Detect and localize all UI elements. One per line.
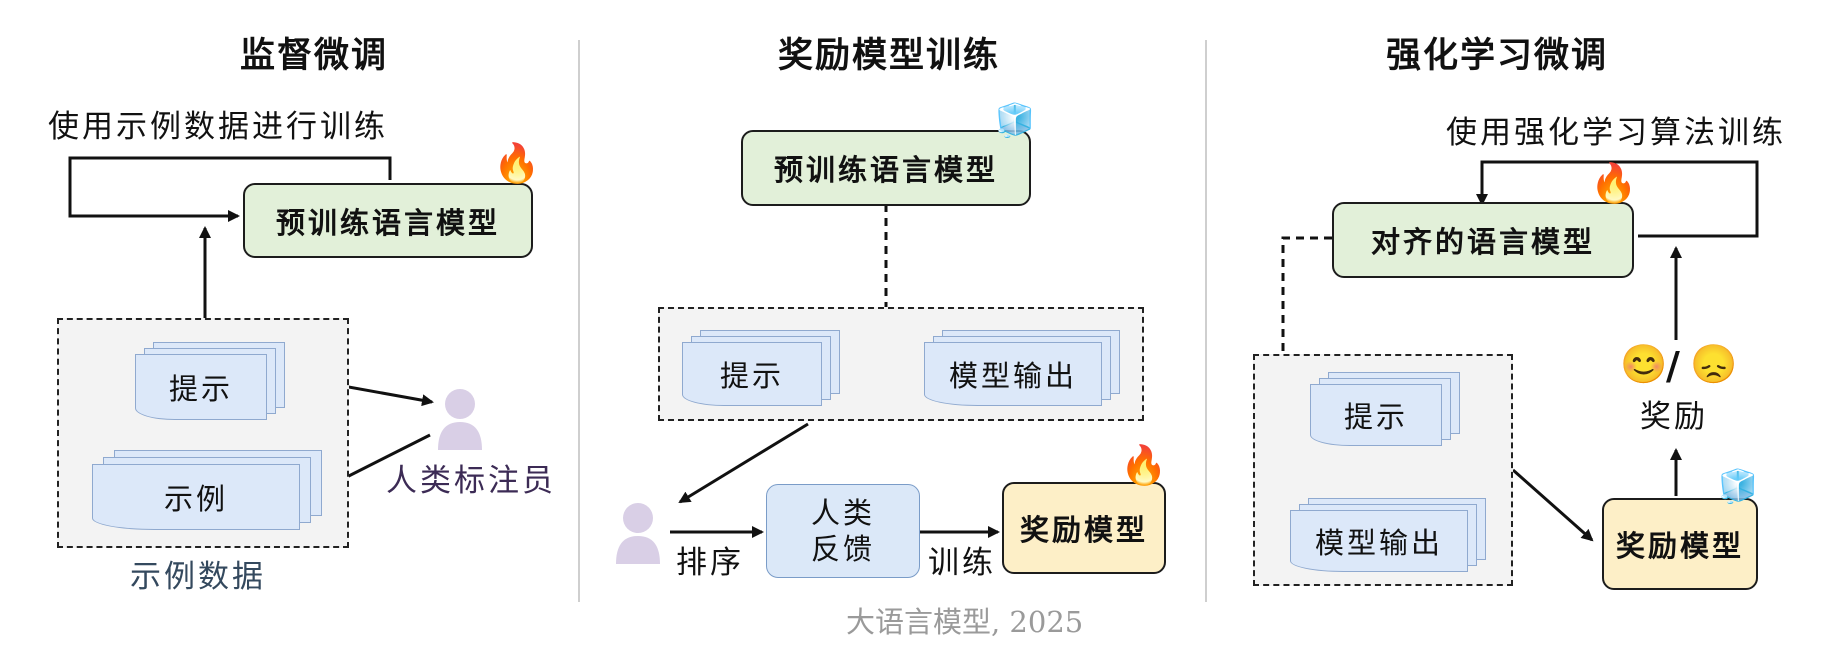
rl-reward-model-node: 奖励模型 (1602, 498, 1758, 590)
aligned-model-label: 对齐的语言模型 (1370, 225, 1595, 259)
human-feedback-node: 人类 反馈 (766, 484, 920, 578)
fire-icon: 🔥 (493, 141, 541, 185)
divider-right (1205, 40, 1207, 602)
rl-fire-icon: 🔥 (1590, 161, 1638, 205)
sft-example-label: 示例 (163, 482, 228, 516)
sad-icon: 😞 (1690, 342, 1738, 386)
sft-pretrained-model-node: 预训练语言模型 (243, 183, 533, 258)
divider-left (578, 40, 580, 602)
aligned-model-node: 对齐的语言模型 (1332, 202, 1634, 278)
sft-prompt-label: 提示 (168, 372, 233, 406)
person-icon (438, 389, 482, 450)
rm-prompt-doc: 提示 (682, 330, 840, 408)
ice-cube-icon: 🧊 (995, 101, 1035, 139)
rm-fire-icon: 🔥 (1120, 443, 1168, 487)
sft-loop-label: 使用示例数据进行训练 (48, 109, 388, 145)
footer-caption: 大语言模型, 2025 (846, 605, 1084, 639)
rm-reward-model-node: 奖励模型 (1002, 482, 1166, 574)
rl-output-doc: 模型输出 (1290, 498, 1486, 574)
smile-icon: 😊 (1620, 342, 1668, 386)
ranker-person-icon (616, 503, 660, 564)
sft-loop-arrow (68, 156, 392, 222)
sft-title: 监督微调 (240, 35, 389, 76)
train-label: 训练 (928, 545, 996, 581)
human-feedback-label: 人类 反馈 (810, 495, 875, 566)
outputs-to-ranker-arrow (678, 422, 809, 504)
sft-prompt-doc: 提示 (135, 342, 285, 420)
rl-prompt-doc: 提示 (1310, 372, 1460, 448)
rm-prompt-label: 提示 (719, 359, 784, 393)
rm-output-doc: 模型输出 (924, 330, 1120, 408)
rank-label: 排序 (676, 545, 744, 581)
rl-loop-arrow (1476, 160, 1759, 238)
rl-loop-label: 使用强化学习算法训练 (1446, 115, 1786, 151)
emoji-separator: / (1666, 343, 1680, 388)
rm-output-label: 模型输出 (948, 359, 1077, 393)
rm-reward-model-label: 奖励模型 (1019, 513, 1148, 547)
rl-ice-cube-icon: 🧊 (1718, 467, 1758, 505)
sft-example-doc: 示例 (92, 450, 322, 530)
annotator-label: 人类标注员 (386, 463, 556, 499)
rl-title: 强化学习微调 (1386, 35, 1609, 76)
rl-output-label: 模型输出 (1314, 526, 1443, 560)
sft-dataset-label: 示例数据 (130, 559, 266, 595)
rm-title: 奖励模型训练 (778, 35, 1001, 76)
rl-data-to-reward-arrow (1512, 468, 1594, 542)
rl-prompt-label: 提示 (1343, 400, 1408, 434)
reward-label: 奖励 (1640, 399, 1708, 435)
rm-pretrained-model-label: 预训练语言模型 (773, 153, 998, 187)
rm-pretrained-model-node: 预训练语言模型 (741, 130, 1031, 206)
rl-reward-model-label: 奖励模型 (1615, 529, 1744, 563)
sft-pretrained-model-label: 预训练语言模型 (275, 205, 500, 240)
